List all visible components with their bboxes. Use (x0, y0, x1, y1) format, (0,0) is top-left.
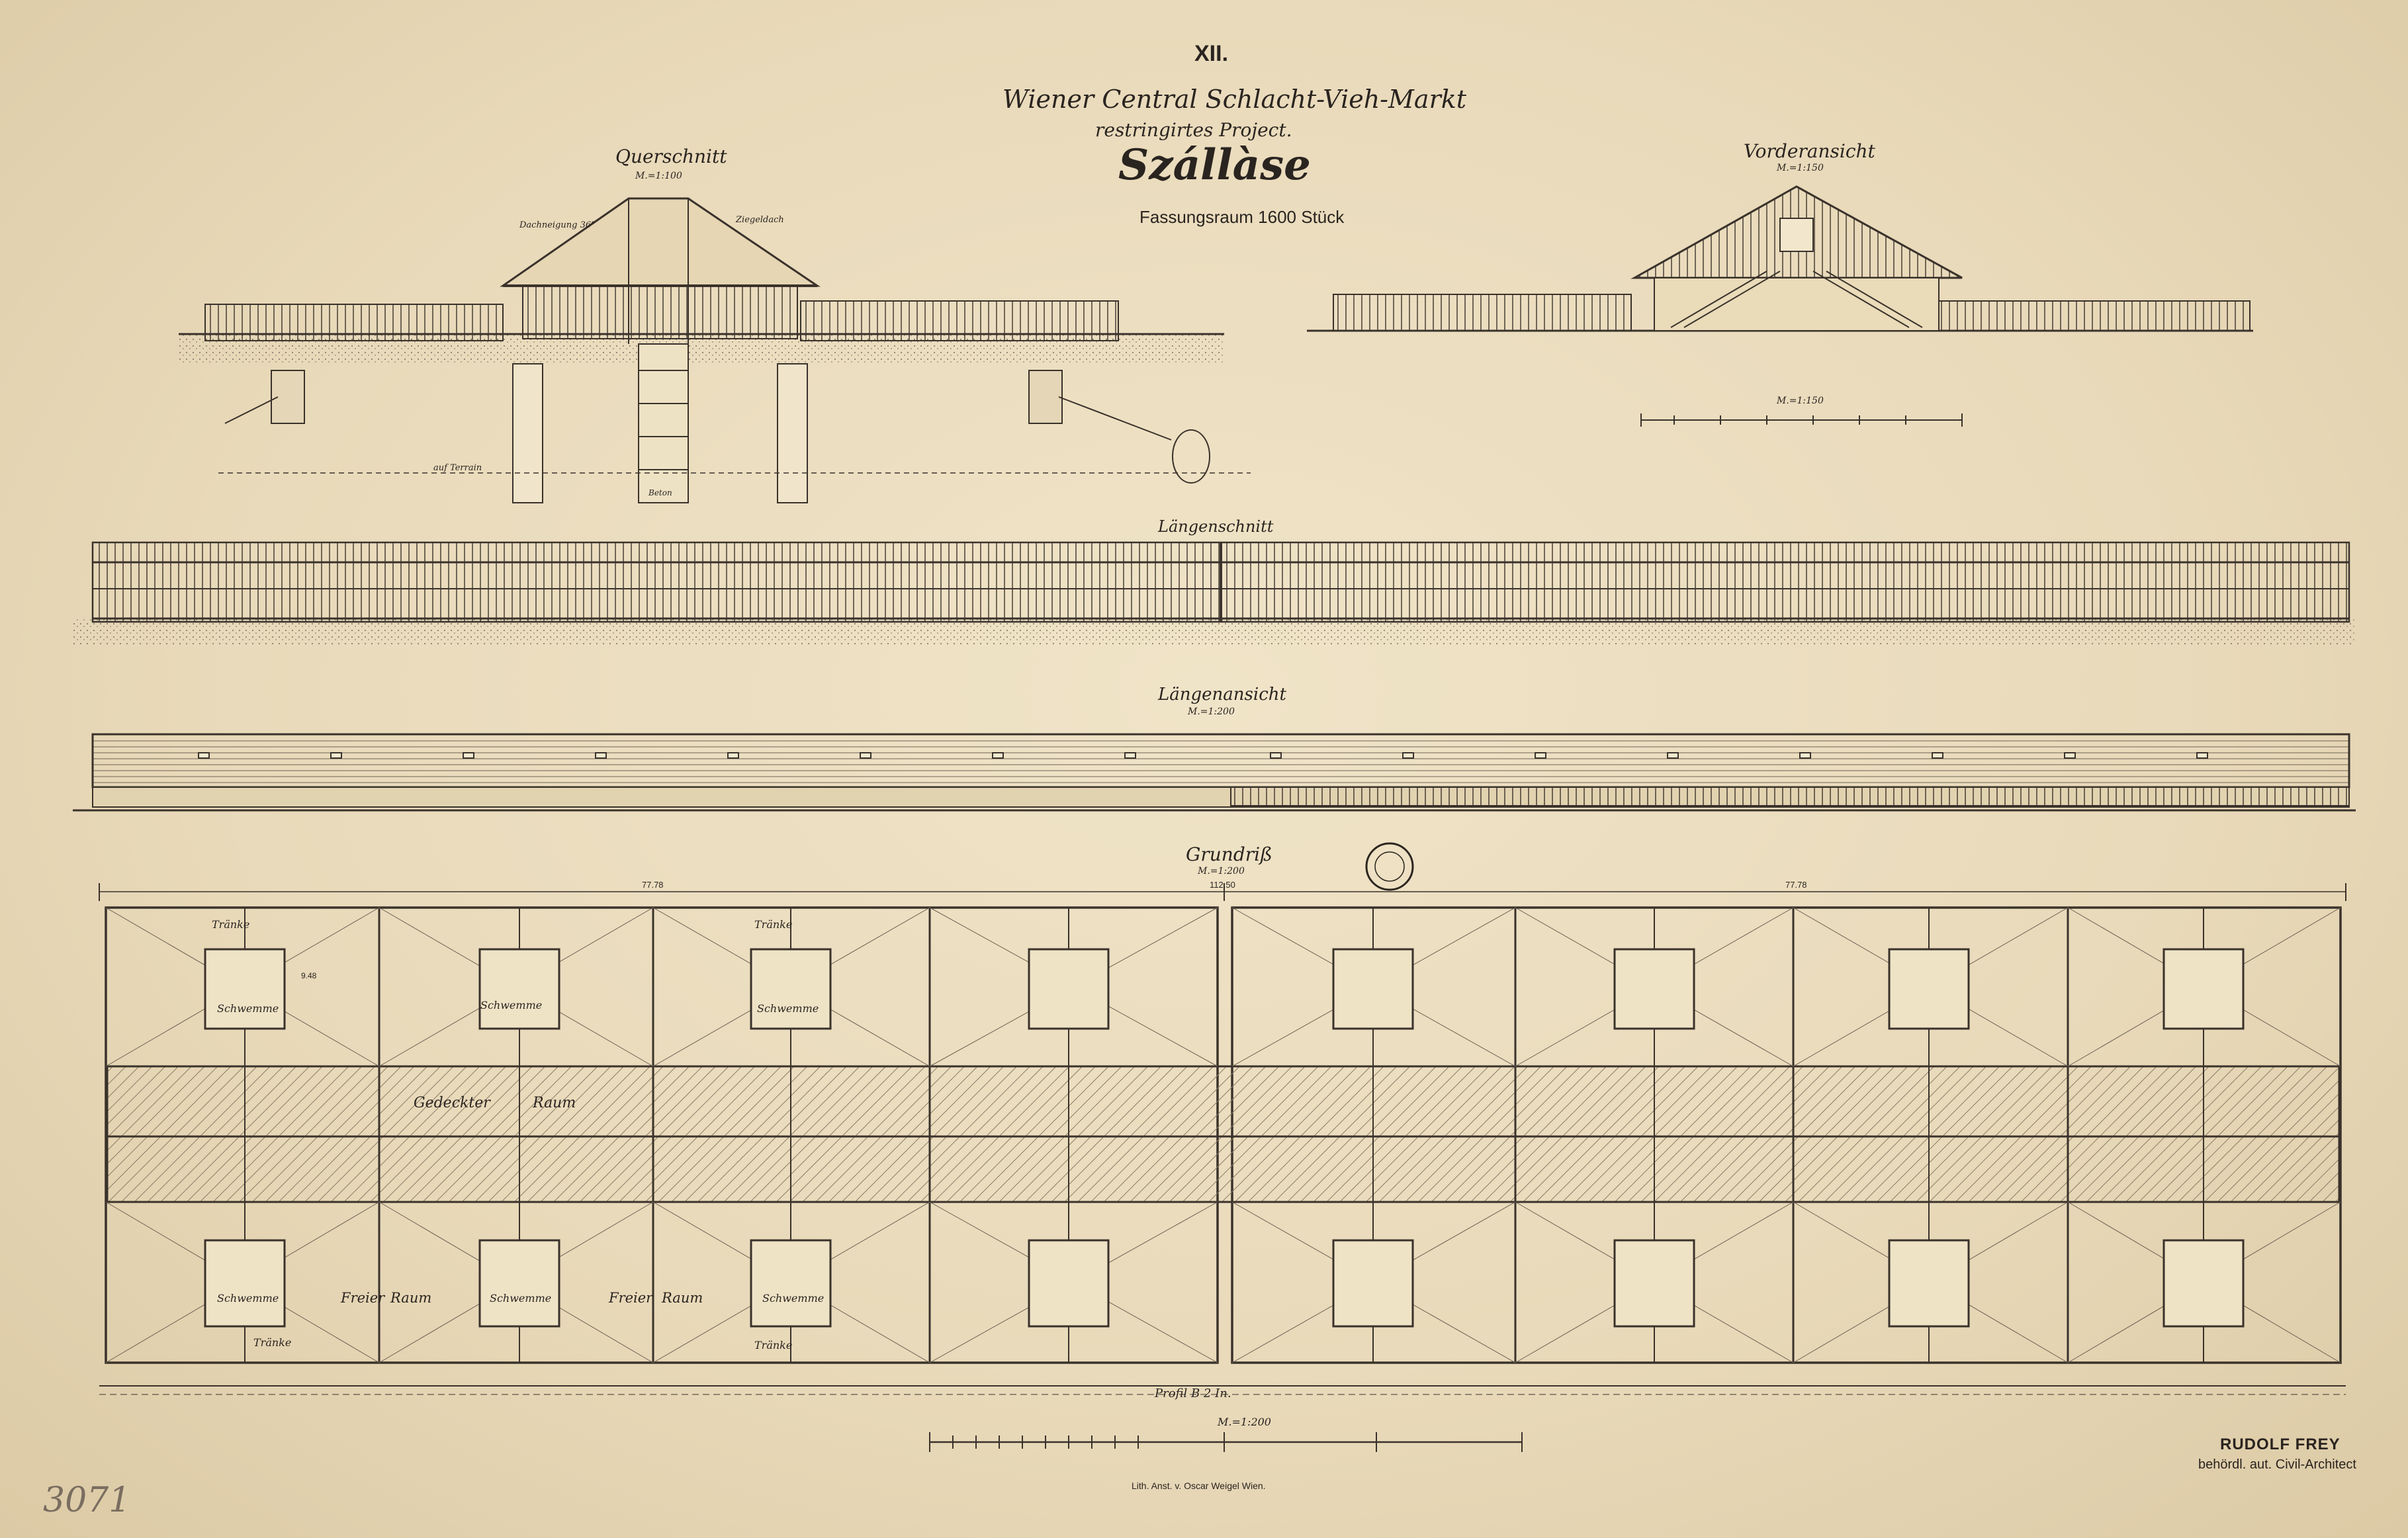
schwemme-label-6: Schwemme (762, 1292, 825, 1304)
roof-slope-label: Dachneigung 36° (519, 220, 596, 230)
covered-area-label-2: Raum (533, 1095, 576, 1111)
bay-dim-label: 9.48 (301, 971, 317, 980)
terrain-label: auf Terrain (433, 463, 482, 473)
beton-label: Beton (648, 488, 672, 497)
tranke-label-top-2: Tränke (754, 918, 793, 931)
cross-section-scale: M.=1:100 (635, 171, 682, 181)
plan-scale: M.=1:200 (1198, 866, 1245, 876)
cross-section-title: Querschnitt (615, 146, 727, 167)
cross-section-drawing (179, 197, 1251, 503)
bottom-scale-label: M.=1:200 (1218, 1416, 1271, 1428)
profile-label: Profil B 2 In. (1155, 1387, 1231, 1400)
inventory-number: 3071 (43, 1480, 131, 1520)
raum-label-1: Raum (390, 1290, 432, 1306)
freier-label-2: Freier (609, 1290, 653, 1306)
schwemme-label-4: Schwemme (217, 1292, 279, 1304)
plan-dim-center: 112.50 (1210, 880, 1235, 890)
front-elevation-drawing (1307, 185, 2253, 332)
long-elevation-drawing (73, 733, 2356, 812)
title-line-1: Wiener Central Schlacht-Vieh-Markt (1003, 85, 1467, 114)
freier-label-1: Freier (341, 1290, 385, 1306)
scale-bar-plan (929, 1432, 1523, 1452)
plate-number: XII. (1194, 41, 1229, 66)
architect-title: behördl. aut. Civil-Architect (2198, 1457, 2356, 1472)
long-section-title: Längenschnitt (1158, 517, 1274, 536)
front-elevation-title: Vorderansicht (1744, 140, 1875, 162)
raum-label-2: Raum (662, 1290, 703, 1306)
long-elevation-scale: M.=1:200 (1188, 706, 1235, 717)
front-elevation-scale: M.=1:150 (1777, 163, 1824, 173)
scale-bar-small (1640, 413, 1963, 427)
tranke-label-bottom-2: Tränke (754, 1339, 793, 1351)
schwemme-label-5: Schwemme (490, 1292, 552, 1304)
roof-type-label: Ziegeldach (736, 215, 784, 225)
tranke-label-bottom-1: Tränke (253, 1336, 292, 1349)
plan-dim-left: 77.78 (642, 880, 664, 890)
covered-area-label-1: Gedeckter (414, 1095, 490, 1111)
long-elevation-title: Längenansicht (1158, 685, 1286, 705)
small-scale-label: M.=1:150 (1777, 396, 1824, 406)
schwemme-label-2: Schwemme (480, 999, 543, 1011)
schwemme-label-1: Schwemme (217, 1002, 279, 1015)
architect-name: RUDOLF FREY (2220, 1435, 2341, 1453)
page-title: Szállàse (1118, 140, 1311, 190)
long-section-drawing (73, 541, 2356, 645)
schwemme-label-3: Schwemme (757, 1002, 819, 1015)
capacity-text: Fassungsraum 1600 Stück (1139, 207, 1345, 227)
tranke-label-top-1: Tränke (212, 918, 250, 931)
title-line-2: restringirtes Project. (1095, 119, 1292, 141)
floor-plan-drawing (99, 883, 2346, 1395)
printer-credit: Lith. Anst. v. Oscar Weigel Wien. (1132, 1480, 1266, 1491)
plan-dim-right: 77.78 (1785, 880, 1807, 890)
plan-title: Grundriß (1186, 843, 1272, 865)
library-stamp (1365, 842, 1414, 891)
